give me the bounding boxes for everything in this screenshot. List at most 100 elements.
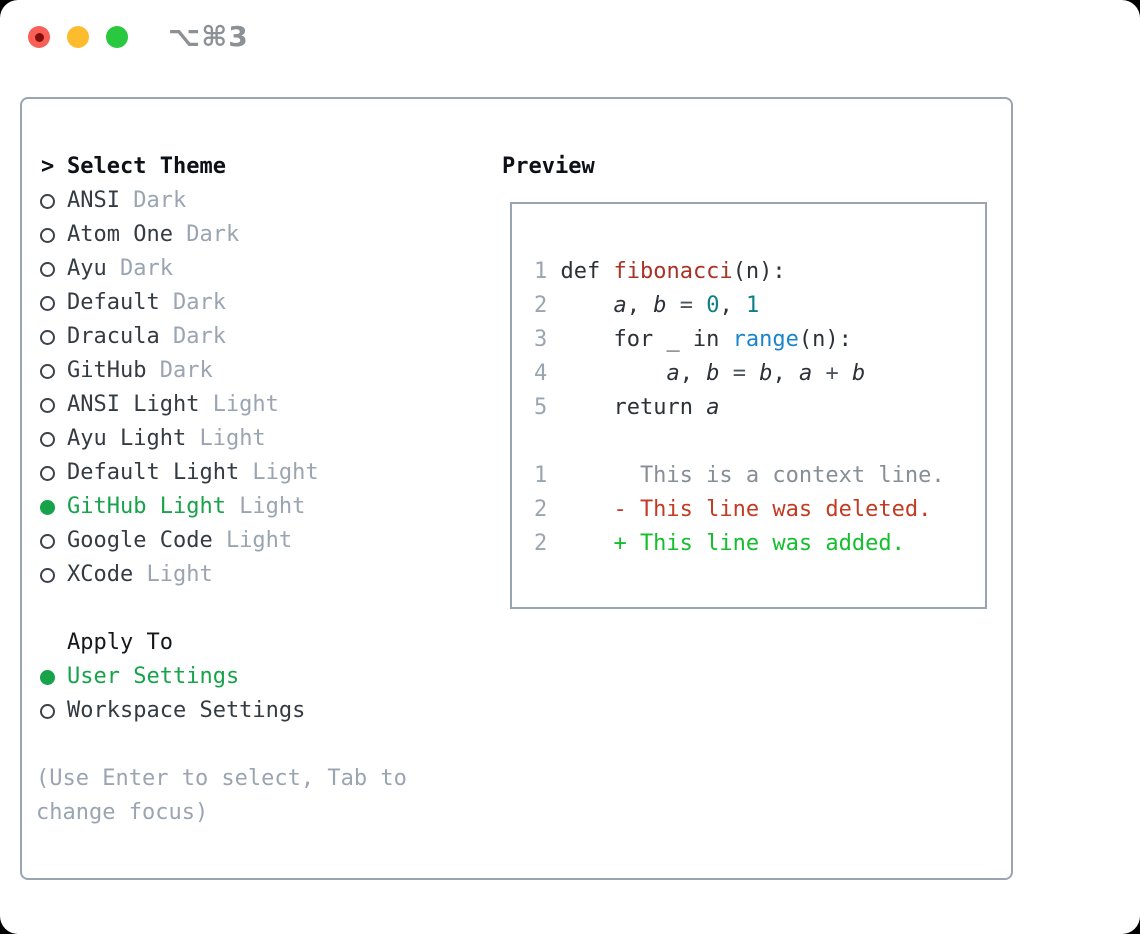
traffic-lights <box>28 26 128 48</box>
theme-option[interactable]: Dracula Dark <box>36 320 476 354</box>
theme-name: Google Code <box>67 528 213 553</box>
diff-marker-icon: + <box>613 531 627 556</box>
indent-column <box>36 669 67 685</box>
code-tokens: a, b = 0, 1 <box>613 293 760 318</box>
theme-name: Default Light <box>67 460 240 485</box>
theme-name: GitHub Light <box>67 494 226 519</box>
blank-line <box>534 221 985 255</box>
radio-icon <box>40 533 55 549</box>
apply-option-label: User Settings <box>67 664 240 689</box>
code-tokens: a, b = b, a + b <box>666 361 866 386</box>
indent-column <box>36 295 67 311</box>
radio-icon <box>40 567 55 583</box>
theme-variant: Dark <box>119 256 173 281</box>
hint-line-2: change focus) <box>36 800 209 825</box>
diff-text: This is a context line. <box>639 463 945 488</box>
code-line: 5 return a <box>534 391 985 425</box>
apply-option[interactable]: Workspace Settings <box>36 694 476 728</box>
diff-marker-icon: - <box>613 497 627 522</box>
line-number: 2 <box>534 531 548 556</box>
radio-icon <box>40 499 55 515</box>
section-title: Select Theme <box>67 154 226 179</box>
indent-column <box>36 329 67 345</box>
theme-name: GitHub <box>67 358 147 383</box>
radio-icon <box>40 431 55 447</box>
spacer <box>36 592 476 626</box>
radio-icon <box>40 295 55 311</box>
code-tokens: def fibonacci(n): <box>560 259 786 284</box>
diff-text: This line was deleted. <box>639 497 932 522</box>
indent-column <box>36 465 67 481</box>
indent-column <box>36 431 67 447</box>
settings-panel: > Select Theme ANSI Dark Atom One Dark A… <box>20 97 1013 880</box>
apply-to-list: User Settings Workspace Settings <box>36 660 476 728</box>
theme-variant: Dark <box>133 188 187 213</box>
theme-option[interactable]: GitHub Dark <box>36 354 476 388</box>
close-button[interactable] <box>28 26 50 48</box>
radio-icon <box>40 703 55 719</box>
apply-option-label: Workspace Settings <box>67 698 306 723</box>
theme-option[interactable]: ANSI Light Light <box>36 388 476 422</box>
radio-icon <box>40 397 55 413</box>
theme-option[interactable]: Atom One Dark <box>36 218 476 252</box>
preview-title-label: Preview <box>502 154 595 179</box>
theme-name: Atom One <box>67 222 173 247</box>
line-number: 1 <box>534 259 548 284</box>
theme-name: Ayu Light <box>67 426 187 451</box>
zoom-button[interactable] <box>106 26 128 48</box>
diff-marker-icon <box>613 459 639 493</box>
theme-option[interactable]: ANSI Dark <box>36 184 476 218</box>
apply-to-title: Apply To <box>67 630 173 655</box>
theme-variant: Light <box>239 494 306 519</box>
theme-variant: Light <box>252 460 319 485</box>
hint-text: (Use Enter to select, Tab to change focu… <box>36 762 476 830</box>
window-title: ⌥⌘3 <box>168 20 249 53</box>
code-line: 1 def fibonacci(n): <box>534 255 985 289</box>
line-number: 3 <box>534 327 548 352</box>
indent-column <box>36 703 67 719</box>
theme-variant: Light <box>225 528 293 553</box>
preview-box: 1 def fibonacci(n): 2 a, b = 0, 1 3 for _… <box>510 202 987 609</box>
theme-name: XCode <box>67 562 134 587</box>
theme-variant: Light <box>199 426 266 451</box>
theme-variant: Dark <box>186 222 240 247</box>
apply-option[interactable]: User Settings <box>36 660 476 694</box>
indent-column <box>36 193 67 209</box>
code-tokens: return a <box>560 395 720 420</box>
theme-name: Ayu <box>67 256 107 281</box>
diff-line: 2 + This line was added. <box>534 527 985 561</box>
theme-list: ANSI Dark Atom One Dark Ayu Dark Default… <box>36 184 476 592</box>
radio-icon <box>40 465 55 481</box>
indent-column <box>36 363 67 379</box>
diff-text: This line was added. <box>639 531 905 556</box>
indent-column <box>36 227 67 243</box>
line-number: 4 <box>534 361 548 386</box>
minimize-button[interactable] <box>67 26 89 48</box>
theme-name: Default <box>67 290 160 315</box>
theme-variant: Light <box>212 392 279 417</box>
theme-section-header: > Select Theme <box>36 150 476 184</box>
theme-option[interactable]: GitHub Light Light <box>36 490 476 524</box>
theme-option[interactable]: Google Code Light <box>36 524 476 558</box>
preview-title: Preview <box>502 150 595 184</box>
theme-variant: Dark <box>159 358 213 383</box>
radio-icon <box>40 363 55 379</box>
spacer <box>36 728 476 762</box>
code-line: 2 a, b = 0, 1 <box>534 289 985 323</box>
theme-option[interactable]: XCode Light <box>36 558 476 592</box>
theme-name: Dracula <box>67 324 160 349</box>
indent-column <box>36 533 67 549</box>
indent-column: > <box>36 150 67 184</box>
theme-option[interactable]: Default Dark <box>36 286 476 320</box>
apply-to-header: Apply To <box>36 626 476 660</box>
line-number: 1 <box>534 463 548 488</box>
theme-option[interactable]: Ayu Dark <box>36 252 476 286</box>
theme-option[interactable]: Default Light Light <box>36 456 476 490</box>
theme-variant: Light <box>146 562 213 587</box>
line-number: 2 <box>534 293 548 318</box>
theme-option[interactable]: Ayu Light Light <box>36 422 476 456</box>
theme-variant: Dark <box>172 324 226 349</box>
radio-icon <box>40 329 55 345</box>
code-tokens: for _ in range(n): <box>560 327 852 352</box>
